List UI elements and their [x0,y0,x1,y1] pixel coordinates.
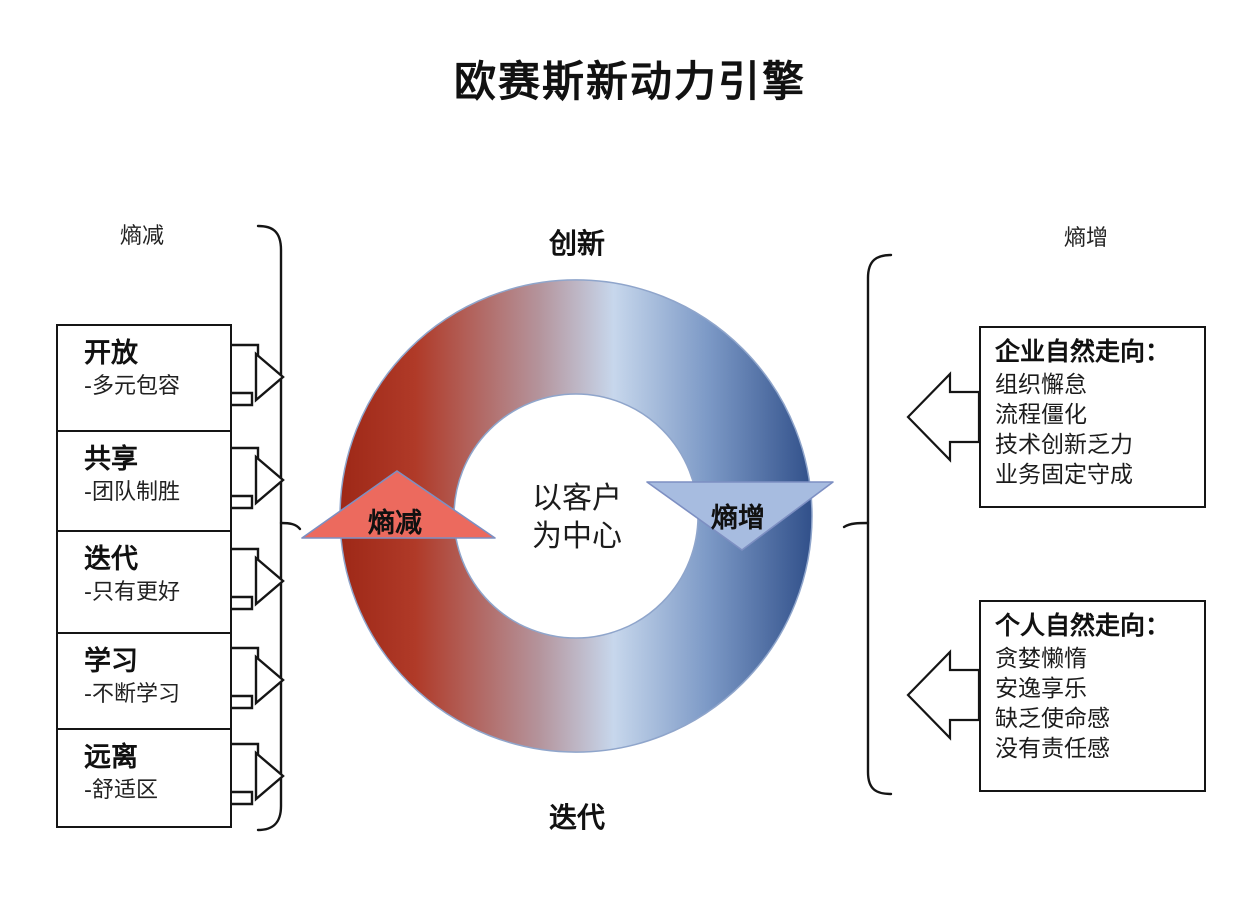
entropy-decrease-label: 熵减 [368,508,422,539]
left-box-gongxiang: 共享 -团队制胜 [56,430,232,533]
right-box-line: 技术创新乏力 [995,432,1133,458]
left-arrow-4 [228,646,285,710]
right-box-line: 贪婪懒惰 [995,646,1087,672]
ring-top-label: 创新 [548,227,605,260]
left-box-kaifang: 开放 -多元包容 [56,324,232,433]
left-bracket [256,224,302,832]
right-box-line: 缺乏使命感 [995,706,1110,732]
left-box-subtitle: -舒适区 [84,778,158,803]
left-box-yuanli: 远离 -舒适区 [56,728,232,828]
left-arrow-3 [228,547,285,611]
right-arrow-1 [906,372,981,462]
right-box-title: 企业自然走向： [995,337,1171,366]
core-line-2: 为中心 [532,519,622,554]
left-box-title: 远离 [84,742,138,773]
page-title: 欧赛斯新动力引擎 [453,57,806,106]
left-box-title: 迭代 [84,544,138,575]
right-box-line: 流程僵化 [995,402,1087,428]
right-box-personal: 个人自然走向： 贪婪懒惰 安逸享乐 缺乏使命感 没有责任感 [979,600,1206,792]
left-box-title: 学习 [84,646,138,677]
left-box-subtitle: -多元包容 [84,374,180,399]
right-arrow-2 [906,650,981,740]
right-box-line: 没有责任感 [995,736,1110,762]
left-bracket-label: 熵减 [119,224,164,249]
right-box-line: 组织懈怠 [995,372,1087,398]
right-box-line: 业务固定守成 [995,462,1133,488]
entropy-decrease-arrow [301,470,496,539]
right-bracket-label: 熵增 [1063,226,1108,251]
left-box-title: 共享 [84,444,138,475]
ring-core-text: 以客户 为中心 [477,480,677,556]
left-box-title: 开放 [84,338,138,369]
left-box-subtitle: -不断学习 [84,682,180,707]
left-arrow-1 [228,343,285,407]
left-box-xuexi: 学习 -不断学习 [56,632,232,731]
left-box-subtitle: -团队制胜 [84,480,180,505]
right-bracket [842,253,893,796]
ring-bottom-label: 迭代 [548,801,605,834]
entropy-increase-label: 熵增 [711,503,765,534]
right-box-enterprise: 企业自然走向： 组织懈怠 流程僵化 技术创新乏力 业务固定守成 [979,326,1206,508]
left-box-diedai: 迭代 -只有更好 [56,530,232,635]
core-line-1: 以客户 [532,481,622,516]
right-box-line: 安逸享乐 [995,676,1087,702]
entropy-increase-arrow [646,481,834,551]
right-box-title: 个人自然走向： [995,611,1171,640]
gradient-ring [339,279,813,753]
left-arrow-2 [228,446,285,510]
left-arrow-5 [228,742,285,806]
left-box-subtitle: -只有更好 [84,580,180,605]
